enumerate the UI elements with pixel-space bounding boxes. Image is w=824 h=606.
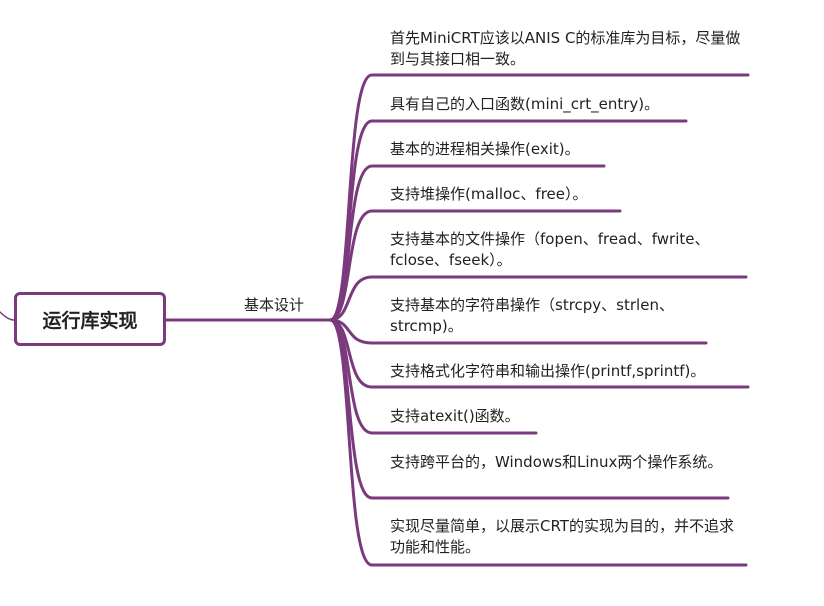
leaf-node[interactable]: 支持基本的字符串操作（strcpy、strlen、strcmp)。	[390, 296, 674, 335]
branch-node-basic-design[interactable]: 基本设计	[222, 294, 326, 315]
leaf-node[interactable]: 首先MiniCRT应该以ANIS C的标准库为目标，尽量做到与其接口相一致。	[390, 29, 741, 68]
leaf-node[interactable]: 支持跨平台的，Windows和Linux两个操作系统。	[390, 453, 723, 471]
leaf-node[interactable]: 具有自己的入口函数(mini_crt_entry)。	[390, 95, 660, 113]
leaf-node[interactable]: 支持堆操作(malloc、free）。	[390, 185, 588, 203]
leaf-node[interactable]: 实现尽量简单，以展示CRT的实现为目的，并不追求功能和性能。	[390, 517, 734, 556]
root-stub-line	[0, 311, 15, 321]
leaf-connector-line	[328, 275, 748, 322]
leaf-node[interactable]: 支持格式化字符串和输出操作(printf,sprintf)。	[390, 362, 706, 380]
branch-label: 基本设计	[243, 296, 304, 314]
root-node[interactable]: 运行库实现	[14, 292, 166, 346]
leaf-node[interactable]: 支持基本的文件操作（fopen、fread、fwrite、fclose、fsee…	[390, 230, 710, 269]
leaf-node[interactable]: 支持atexit()函数。	[390, 407, 520, 425]
leaf-connector-line	[328, 209, 622, 322]
root-label: 运行库实现	[42, 309, 138, 332]
leaf-connector-line	[328, 318, 748, 567]
leaf-node[interactable]: 基本的进程相关操作(exit)。	[390, 140, 580, 158]
